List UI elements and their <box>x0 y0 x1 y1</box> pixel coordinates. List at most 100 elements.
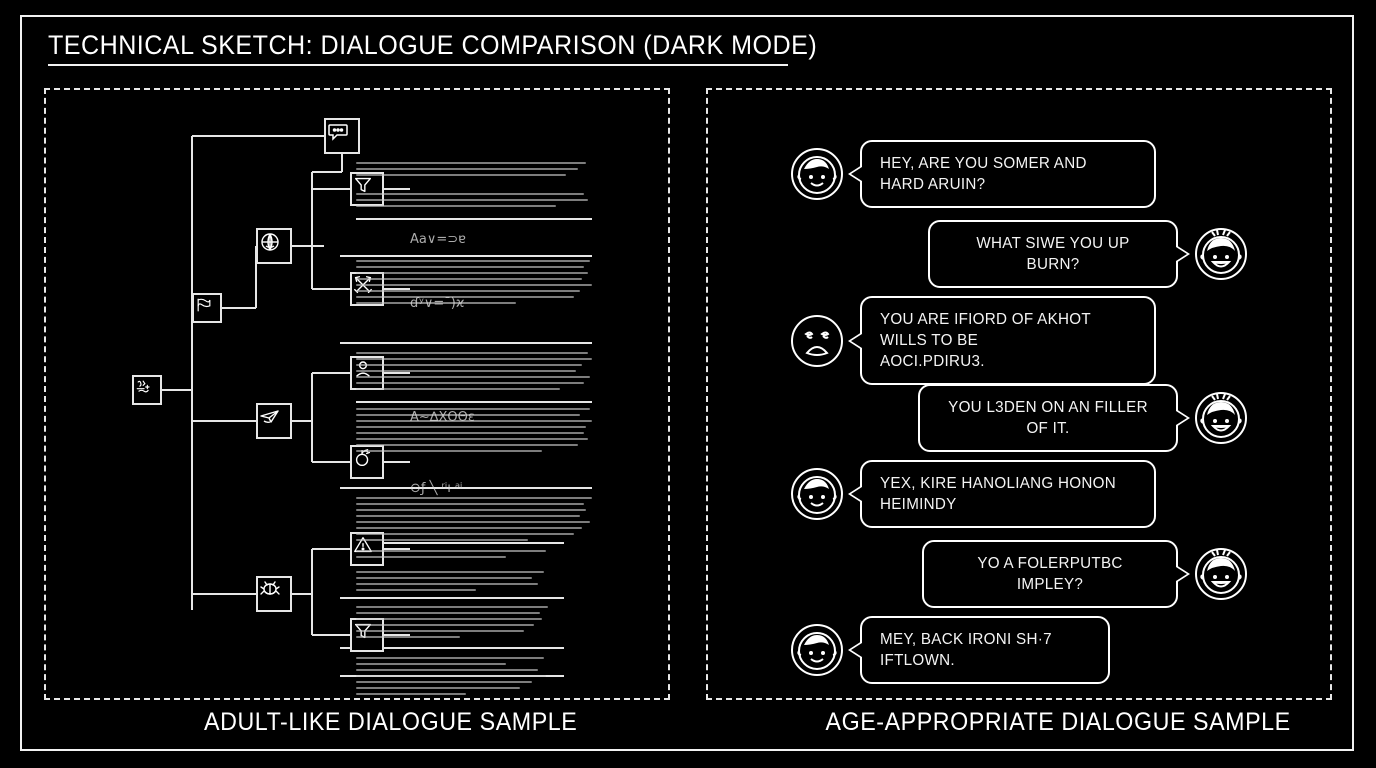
pseudo-text-line <box>356 432 584 434</box>
chat-message-row: YOU ARE IFIORD OF AKHOT WILLS TO BE AOCI… <box>790 296 1156 385</box>
chat-message-text: YOU L3DEN ON AN FILLER OF IT. <box>948 399 1148 437</box>
girl-face-icon <box>1195 228 1247 280</box>
pseudo-text-line <box>356 618 542 620</box>
scribble-label: ⊙ƒ ╲ ʳʲı ᵃʲ <box>410 481 463 496</box>
pseudo-text-line <box>356 370 576 372</box>
chat-message-row: HEY, ARE YOU SOMER AND HARD ARUIN? <box>790 140 1156 208</box>
pseudo-text-line <box>356 168 578 170</box>
left-panel-frame <box>44 88 670 700</box>
chat-bubble[interactable]: HEY, ARE YOU SOMER AND HARD ARUIN? <box>848 140 1156 208</box>
pseudo-text-block <box>356 193 592 211</box>
pseudo-text-line <box>356 550 546 552</box>
chat-message-row: YEX, KIRE HANOLIANG HONON HEIMINDY <box>790 460 1156 528</box>
chat-message-text: HEY, ARE YOU SOMER AND HARD ARUIN? <box>880 155 1087 193</box>
pseudo-text-line <box>356 284 592 286</box>
pseudo-text-line <box>356 583 538 585</box>
pseudo-text-line <box>356 174 566 176</box>
tree-node-chat[interactable] <box>324 118 360 154</box>
bubble-tail <box>1176 409 1190 427</box>
tree-node-globe[interactable] <box>256 228 292 264</box>
pseudo-text-block <box>356 497 592 545</box>
pseudo-text-line <box>356 577 532 579</box>
pseudo-text-line <box>356 388 560 390</box>
funnel-icon <box>354 177 372 193</box>
pseudo-text-line <box>356 290 580 292</box>
pseudo-text-line <box>356 444 578 446</box>
page-title: TECHNICAL SKETCH: DIALOGUE COMPARISON (D… <box>48 30 818 60</box>
tree-node-warning[interactable] <box>350 532 384 566</box>
pseudo-text-line <box>356 302 516 304</box>
pseudo-text-block <box>356 162 592 180</box>
tree-node-bug[interactable] <box>256 576 292 612</box>
pseudo-text-line <box>356 426 586 428</box>
pseudo-text-line <box>356 199 588 201</box>
tree-node-person[interactable] <box>350 356 384 390</box>
worried-face-icon <box>791 314 843 367</box>
pseudo-text-line <box>356 376 590 378</box>
scribble-label: ɗʸ∨=¯)ϰ <box>410 296 465 311</box>
pseudo-text-line <box>356 408 590 410</box>
tree-node-branch-a[interactable] <box>192 293 222 323</box>
globe-face-icon <box>261 233 279 251</box>
bubble-tail <box>1176 565 1190 583</box>
pseudo-text-line <box>356 515 580 517</box>
chat-bubble[interactable]: YO A FOLERPUTBC IMPLEY? <box>922 540 1190 608</box>
scribble-flag-icon <box>197 298 211 312</box>
chat-message-text: WHAT SIWE YOU UP BURN? <box>976 235 1130 273</box>
pseudo-text-line <box>356 527 582 529</box>
pseudo-text-line <box>356 278 582 280</box>
scribble-label: Aa∨=⊃ɐ <box>410 232 466 247</box>
chat-bubble[interactable]: YOU L3DEN ON AN FILLER OF IT. <box>918 384 1190 452</box>
chat-bubble[interactable]: YEX, KIRE HANOLIANG HONON HEIMINDY <box>848 460 1156 528</box>
pseudo-text-line <box>356 589 476 591</box>
pseudo-text-line <box>356 612 540 614</box>
pseudo-text-block <box>356 571 556 595</box>
pseudo-text-line <box>356 606 548 608</box>
pseudo-text-line <box>356 438 588 440</box>
pseudo-text-line <box>356 497 592 499</box>
girl-face-icon <box>1195 548 1247 600</box>
chat-message-row: MEY, BACK IRONI SH·7 IFTLOWN. <box>790 616 1110 684</box>
chat-message-row: YOU L3DEN ON AN FILLER OF IT. <box>918 384 1248 452</box>
chat-message-text: YEX, KIRE HANOLIANG HONON HEIMINDY <box>880 475 1117 513</box>
pseudo-text-line <box>356 657 544 659</box>
pseudo-text-line <box>356 669 538 671</box>
title-underline <box>48 64 788 66</box>
pseudo-text-line <box>356 382 584 384</box>
bubble-tail <box>848 331 862 350</box>
bug-scribble-icon <box>260 581 280 595</box>
pseudo-text-line <box>356 630 524 632</box>
tree-node-plane[interactable] <box>256 403 292 439</box>
pseudo-text-line <box>356 358 592 360</box>
chat-transcript: HEY, ARE YOU SOMER AND HARD ARUIN? WHAT … <box>706 88 1332 700</box>
pseudo-text-block <box>356 606 556 642</box>
pseudo-text-line <box>356 556 506 558</box>
bubble-tail <box>848 641 862 659</box>
right-panel-caption: AGE-APPROPRIATE DIALOGUE SAMPLE <box>825 708 1291 736</box>
pseudo-text-block <box>356 657 556 699</box>
chat-bubble[interactable]: YOU ARE IFIORD OF AKHOT WILLS TO BE AOCI… <box>848 296 1156 385</box>
bubble-tail <box>848 165 862 183</box>
chat-bubble[interactable]: MEY, BACK IRONI SH·7 IFTLOWN. <box>848 616 1110 684</box>
bubble-tail <box>848 485 862 503</box>
chat-bubble[interactable]: WHAT SIWE YOU UP BURN? <box>928 220 1190 288</box>
scribble-glyph-icon <box>136 380 150 393</box>
chat-message-text: MEY, BACK IRONI SH·7 IFTLOWN. <box>880 631 1052 669</box>
pseudo-text-line <box>356 296 574 298</box>
girl-face-icon <box>1195 392 1247 444</box>
pseudo-text-line <box>356 687 520 689</box>
pseudo-text-line <box>356 260 590 262</box>
pseudo-text-line <box>356 509 586 511</box>
pseudo-text-line <box>356 193 584 195</box>
pseudo-text-line <box>356 272 588 274</box>
pseudo-text-line <box>356 539 528 541</box>
tree-node-root[interactable] <box>132 375 162 405</box>
pseudo-text-line <box>356 352 588 354</box>
boy-face-icon <box>791 468 843 520</box>
pseudo-text-block <box>356 260 592 308</box>
pseudo-text-line <box>356 205 556 207</box>
pseudo-text-line <box>356 503 584 505</box>
pseudo-text-line <box>356 414 580 416</box>
